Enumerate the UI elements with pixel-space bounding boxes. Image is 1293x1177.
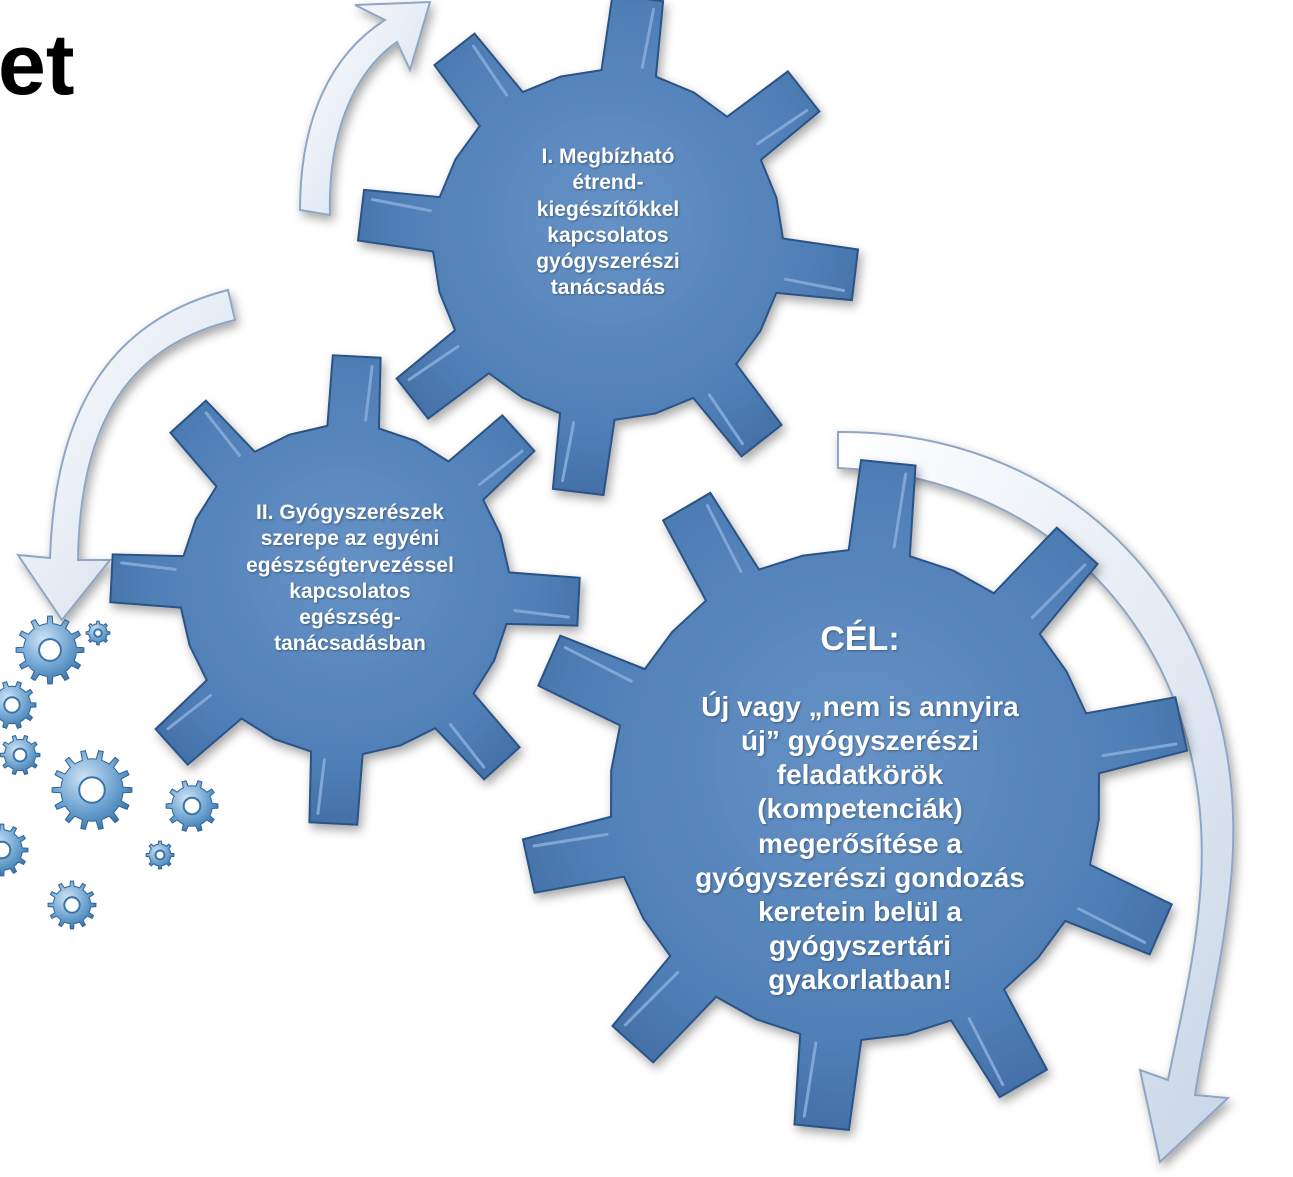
gear-3-line: (kompetenciák) [757, 793, 963, 825]
small-gear-hub [3, 696, 21, 714]
small-gear-hub [12, 747, 28, 763]
gear-3-line: megerősítése a [758, 827, 962, 859]
gear-2-line: II. Gyógyszerészek [256, 501, 444, 524]
gear-body [356, 0, 860, 497]
small-gear-hub [78, 776, 106, 804]
gear-tooth-highlight [370, 198, 432, 213]
gear-tooth-highlight [449, 723, 486, 769]
gear-tooth-highlight [1101, 742, 1178, 758]
gear-tooth-highlight [802, 1041, 818, 1118]
gear-2-line: egészség- [299, 606, 401, 629]
small-gear-hub [63, 896, 81, 914]
gear-cluster-icon [0, 615, 219, 930]
gear-2-line: tanácsadásban [274, 632, 426, 656]
gear-tooth-highlight [532, 832, 609, 848]
gear-2-line: egészségtervezéssel [246, 553, 454, 577]
gear-3-line: feladatkörök [776, 759, 944, 791]
curved-arrow-icon [15, 288, 237, 622]
gear-tooth-highlight [478, 449, 524, 486]
gear-3-line: keretein belül a [758, 895, 962, 927]
gear-1-line: tanácsadás [550, 276, 666, 300]
gear-1-line: kapcsolatos [547, 223, 669, 247]
gear-tooth-highlight [364, 365, 374, 422]
gear-tooth-highlight [204, 411, 241, 457]
gear-tooth-highlight [892, 472, 908, 549]
gear-3-label: Új vagy „nem is annyira új” gyógyszerész… [625, 690, 1095, 997]
gear-tooth-highlight [407, 344, 460, 381]
gear-1-line: kiegészítőkkel [536, 197, 680, 221]
gear-3-line: új” gyógyszerészi [740, 725, 980, 757]
page-title: et [0, 17, 75, 113]
gear-body [109, 354, 581, 826]
gear-tooth-highlight [1077, 907, 1147, 944]
gear-tooth-highlight [623, 971, 680, 1027]
small-gear-hub [182, 796, 202, 816]
gear-tooth-highlight [1030, 563, 1087, 619]
gear-tooth-highlight [563, 646, 633, 683]
gear-tooth-highlight [707, 393, 744, 446]
gear-tooth-highlight [120, 561, 177, 571]
gear-icon [521, 459, 1189, 1131]
gear-1-line: gyógyszerészi [536, 250, 680, 273]
gear-tooth-highlight [967, 1017, 1005, 1086]
gear-1-line: étrend- [572, 171, 644, 195]
gear-tooth-highlight [784, 277, 846, 292]
gear-tooth-highlight [756, 109, 809, 146]
small-gear-hub [154, 849, 166, 861]
curved-arrow-icon [298, 0, 432, 217]
small-gear-hub [0, 840, 12, 860]
gear-tooth-highlight [561, 421, 576, 483]
gear-1-line: I. Megbízható [541, 145, 675, 168]
gear-icon [109, 354, 581, 826]
gear-2-line: kapcsolatos [289, 579, 411, 603]
gear-tooth-highlight [316, 758, 326, 815]
small-gear-hub [38, 638, 62, 662]
gear-tooth-highlight [640, 7, 655, 69]
gear-body [521, 459, 1189, 1131]
gear-3-line: gyakorlatban! [768, 964, 952, 996]
gear-tooth-highlight [472, 44, 509, 97]
gear-1-label: I. Megbízható étrend- kiegészítőkkel kap… [493, 144, 723, 302]
gear-3-line: Új vagy „nem is annyira [701, 691, 1019, 722]
gear-3-title: CÉL: [820, 620, 900, 658]
gear-2-label: II. Gyógyszerészek szerepe az egyéni egé… [185, 500, 515, 658]
gear-2-line: szerepe az egyéni [260, 527, 440, 551]
gear-3-line: gyógyszerészi gondozás [695, 861, 1025, 893]
small-gear-hub [93, 628, 103, 638]
gear-icon [356, 0, 860, 497]
curved-arrow-icon [837, 430, 1235, 1164]
gear-3-line: gyógyszertári [768, 930, 952, 962]
small-gear-icon [0, 823, 29, 877]
gear-tooth-highlight [513, 609, 570, 619]
gear-tooth-highlight [166, 694, 212, 731]
gear-tooth-highlight [705, 504, 743, 573]
